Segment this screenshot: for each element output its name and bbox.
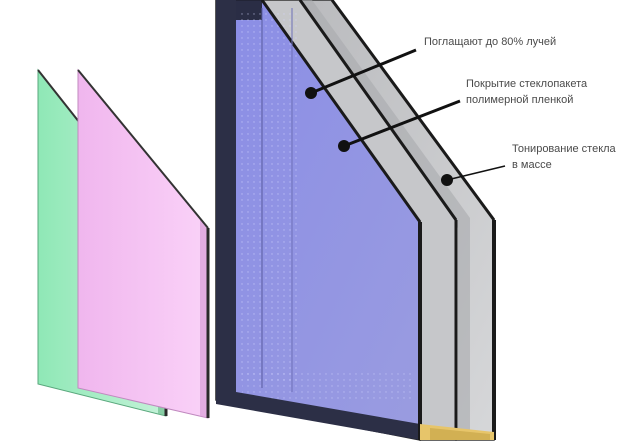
- label-absorb-rays: Поглащают до 80% лучей: [424, 36, 557, 48]
- leader-line-tint: [441, 165, 506, 186]
- pink-film-pane: [77, 68, 210, 419]
- label-film-coating: Покрытие стеклопакета полимерной пленкой: [466, 78, 588, 106]
- leader-line-film: [338, 99, 461, 152]
- coated-glass-unit: [215, 0, 422, 441]
- label-mass-tinting: Тонирование стекла в массе: [512, 143, 616, 171]
- spacer-frame: [420, 424, 494, 440]
- leader-line-absorb: [305, 48, 417, 99]
